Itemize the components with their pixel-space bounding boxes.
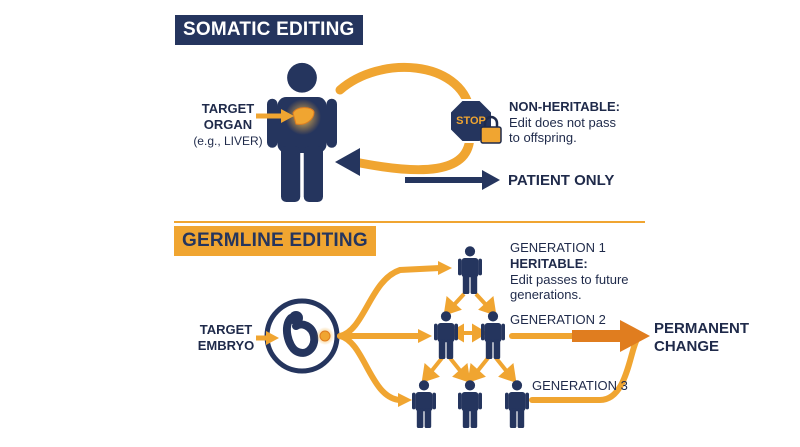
generation-arrows [421, 292, 517, 383]
generation-1-person-icon [458, 246, 482, 294]
heritable-line2: generations. [510, 287, 582, 302]
heritable-line1: Edit passes to future [510, 272, 629, 287]
generation-3-person-icons [412, 380, 529, 428]
target-organ-label-line1: TARGET [201, 101, 255, 116]
target-organ-label-line2: ORGAN [203, 117, 253, 132]
non-heritable-line1: Edit does not pass [509, 115, 616, 130]
permanent-change-line1: PERMANENT [654, 320, 750, 337]
non-heritable-line2: to offspring. [509, 130, 577, 145]
permanent-change-line2: CHANGE [654, 338, 720, 355]
branch-arrowheads [398, 261, 452, 407]
generation-3-label: GENERATION 3 [532, 378, 628, 393]
target-organ-example: (e.g., LIVER) [193, 134, 263, 148]
patient-only-label: PATIENT ONLY [508, 172, 615, 189]
somatic-loop-arrowhead [335, 148, 360, 176]
patient-only-arrow [405, 170, 500, 190]
somatic-editing-header: SOMATIC EDITING [175, 15, 363, 45]
germline-editing-header: GERMLINE EDITING [174, 226, 376, 256]
target-embryo-arrow [256, 331, 279, 345]
generation-1-label: GENERATION 1 [510, 240, 606, 255]
heritable-title: HERITABLE: [510, 256, 588, 271]
embryo-icon [264, 298, 340, 374]
stop-sign-text: STOP [456, 115, 486, 127]
target-embryo-label-line2: EMBRYO [197, 338, 255, 353]
lock-icon [480, 115, 502, 144]
generation-2-label: GENERATION 2 [510, 312, 606, 327]
target-organ-arrow [256, 109, 294, 123]
non-heritable-title: NON-HERITABLE: [509, 99, 620, 114]
generation-2-person-icons [434, 311, 505, 359]
permanent-change-arrow [572, 320, 650, 352]
target-embryo-label-line1: TARGET [199, 322, 253, 337]
liver-icon [292, 107, 315, 125]
somatic-loop-arrow [335, 62, 475, 175]
